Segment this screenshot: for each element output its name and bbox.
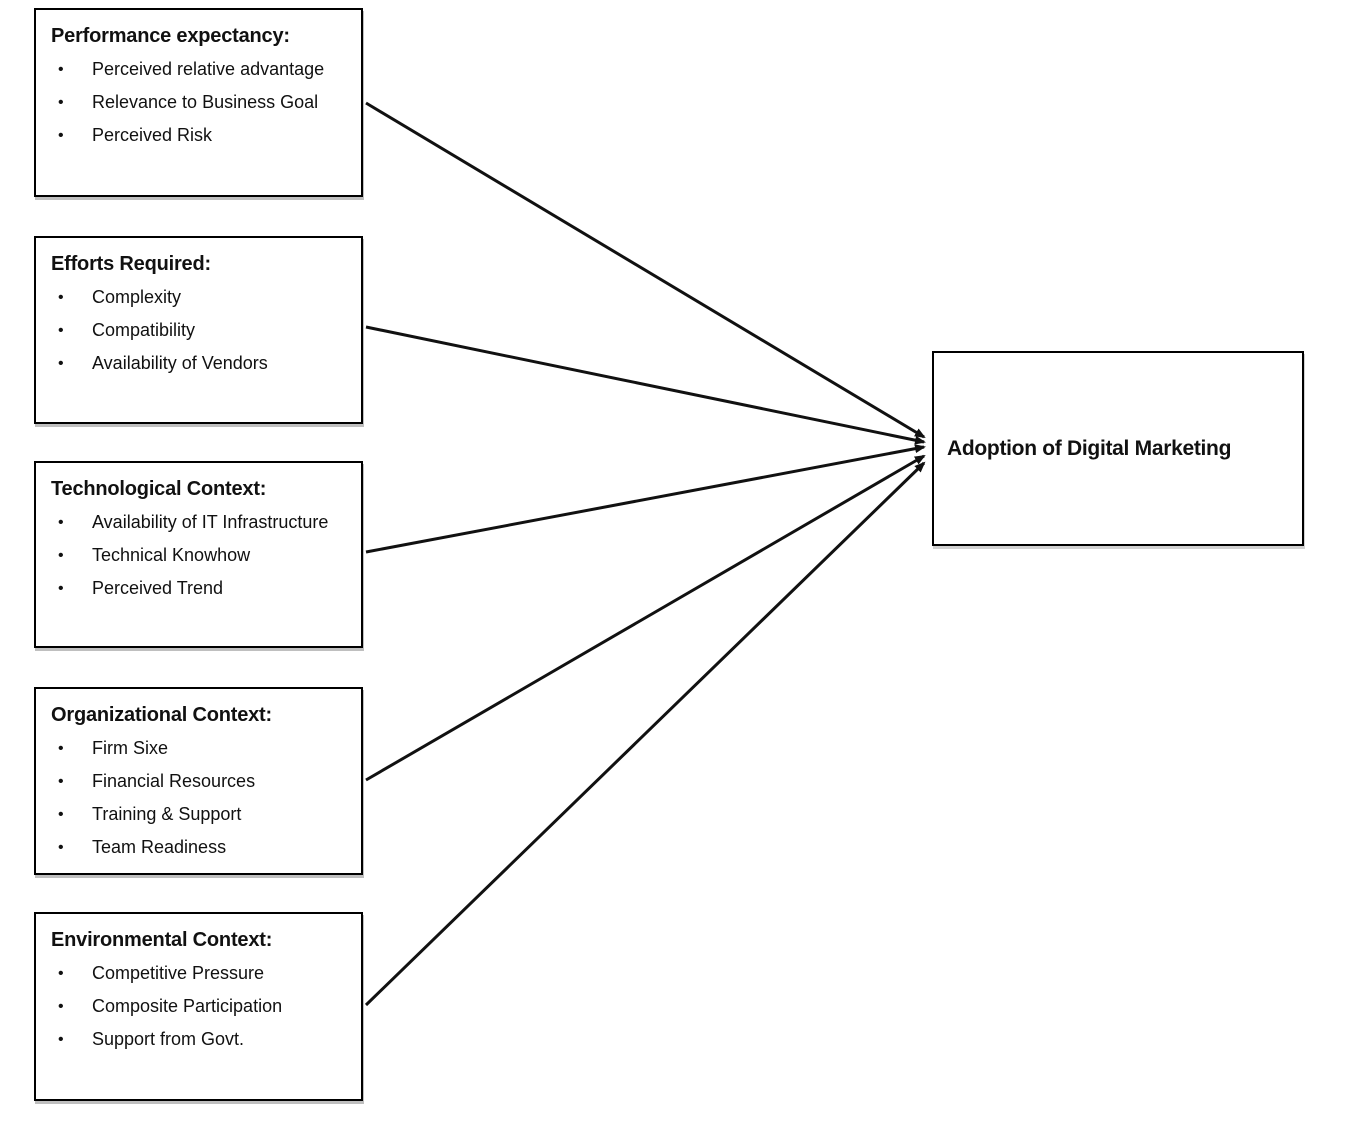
arrow-efforts-to-adoption — [365, 325, 926, 445]
factor-item-list: Availability of IT Infrastructure Techni… — [51, 506, 355, 605]
factor-box-efforts-required: Efforts Required: Complexity Compatibili… — [34, 236, 363, 424]
arrow-organizational-to-adoption — [365, 454, 926, 782]
arrow-technological-to-adoption — [365, 444, 926, 554]
factor-item-list: Complexity Compatibility Availability of… — [51, 281, 355, 380]
list-item-label: Compatibility — [92, 320, 196, 340]
list-item-label: Competitive Pressure — [92, 963, 265, 983]
list-item: Perceived relative advantage — [51, 53, 355, 86]
arrow-environmental-to-adoption — [364, 461, 926, 1007]
factor-title: Environmental Context: — [51, 929, 273, 951]
list-item-label: Availability of Vendors — [92, 353, 268, 373]
list-item: Technical Knowhow — [51, 539, 355, 572]
arrow-performance-to-adoption — [365, 101, 926, 439]
list-item-label: Team Readiness — [92, 837, 227, 857]
list-item-label: Perceived Risk — [92, 125, 213, 145]
outcome-box-adoption: Adoption of Digital Marketing — [932, 351, 1304, 546]
factor-box-performance-expectancy: Performance expectancy: Perceived relati… — [34, 8, 363, 197]
factor-title: Efforts Required: — [51, 253, 211, 275]
list-item: Team Readiness — [51, 831, 355, 864]
factor-title: Technological Context: — [51, 478, 267, 500]
list-item-label: Complexity — [92, 287, 182, 307]
list-item: Composite Participation — [51, 990, 355, 1023]
list-item-label: Technical Knowhow — [92, 545, 251, 565]
list-item: Perceived Risk — [51, 119, 355, 152]
factor-item-list: Perceived relative advantage Relevance t… — [51, 53, 355, 152]
list-item: Firm Sixe — [51, 732, 355, 765]
list-item-label: Firm Sixe — [92, 738, 168, 758]
list-item-label: Training & Support — [92, 804, 242, 824]
list-item-label: Financial Resources — [92, 771, 256, 791]
list-item-label: Perceived relative advantage — [92, 59, 325, 79]
list-item-label: Perceived Trend — [92, 578, 224, 598]
list-item-label: Relevance to Business Goal — [92, 92, 319, 112]
factor-title: Organizational Context: — [51, 704, 272, 726]
list-item: Availability of IT Infrastructure — [51, 506, 355, 539]
factor-item-list: Firm Sixe Financial Resources Training &… — [51, 732, 355, 864]
list-item: Compatibility — [51, 314, 355, 347]
list-item-label: Composite Participation — [92, 996, 283, 1016]
list-item: Competitive Pressure — [51, 957, 355, 990]
list-item: Training & Support — [51, 798, 355, 831]
list-item: Complexity — [51, 281, 355, 314]
factor-box-technological-context: Technological Context: Availability of I… — [34, 461, 363, 648]
factor-title: Performance expectancy: — [51, 25, 290, 47]
factor-box-organizational-context: Organizational Context: Firm Sixe Financ… — [34, 687, 363, 875]
list-item-label: Availability of IT Infrastructure — [92, 512, 329, 532]
factor-item-list: Competitive Pressure Composite Participa… — [51, 957, 355, 1056]
list-item-label: Support from Govt. — [92, 1029, 245, 1049]
outcome-label: Adoption of Digital Marketing — [947, 436, 1232, 460]
list-item: Support from Govt. — [51, 1023, 355, 1056]
list-item: Perceived Trend — [51, 572, 355, 605]
list-item: Availability of Vendors — [51, 347, 355, 380]
list-item: Financial Resources — [51, 765, 355, 798]
list-item: Relevance to Business Goal — [51, 86, 355, 119]
factor-box-environmental-context: Environmental Context: Competitive Press… — [34, 912, 363, 1101]
